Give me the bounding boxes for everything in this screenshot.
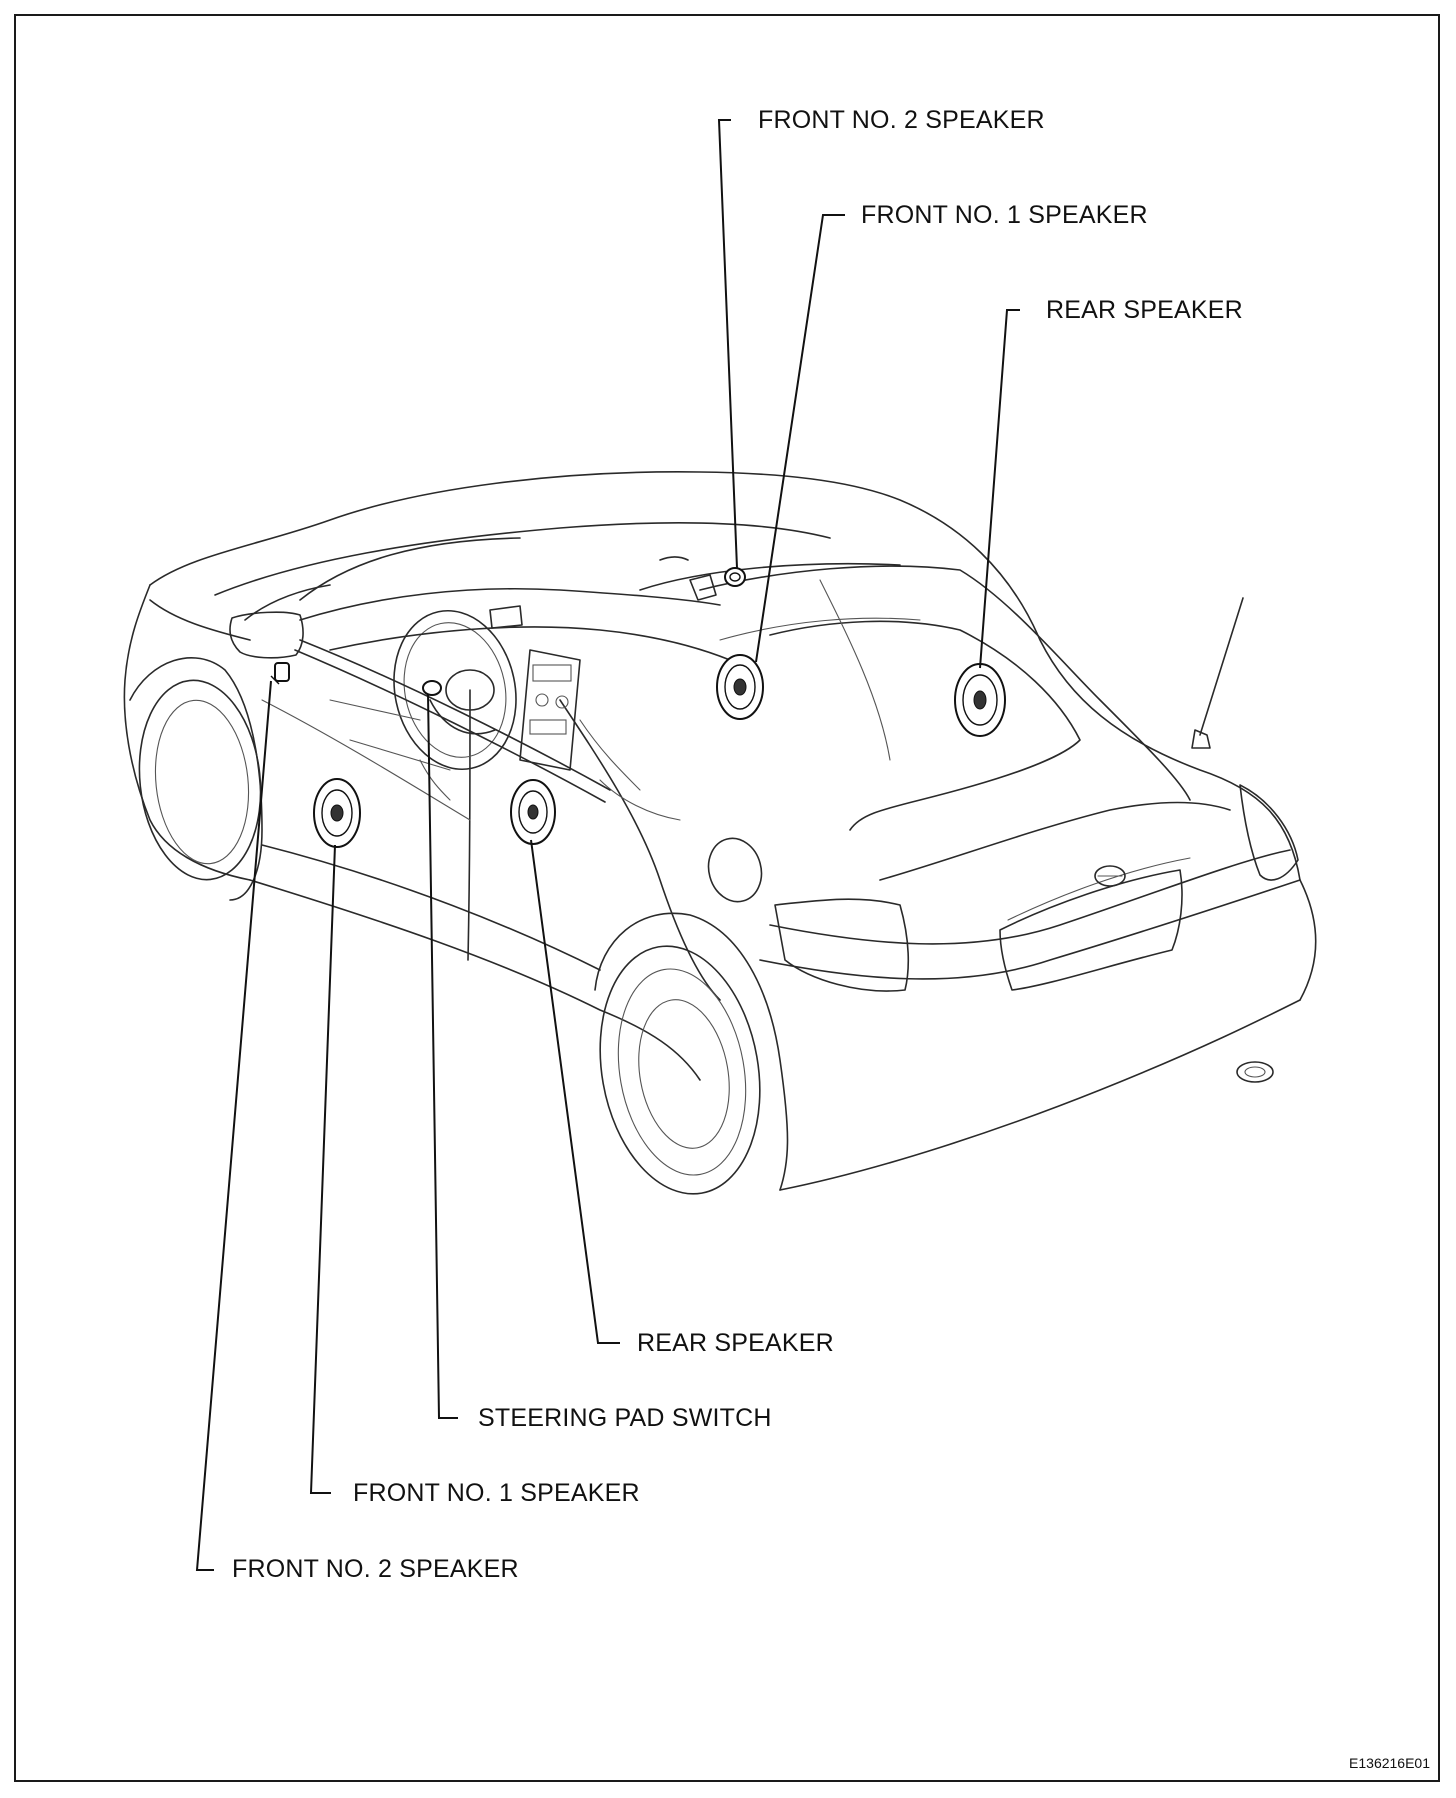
label-front-no1-speaker-bottom: FRONT NO. 1 SPEAKER <box>353 1479 640 1507</box>
label-steering-pad-switch: STEERING PAD SWITCH <box>478 1404 772 1432</box>
front-no2-speaker-right <box>724 567 746 587</box>
label-front-no2-speaker-bottom: FRONT NO. 2 SPEAKER <box>232 1555 519 1583</box>
label-front-no2-speaker-top: FRONT NO. 2 SPEAKER <box>758 106 1045 134</box>
label-rear-speaker-bottom: REAR SPEAKER <box>637 1329 834 1357</box>
front-no2-speaker-left <box>270 662 290 685</box>
label-rear-speaker-top: REAR SPEAKER <box>1046 296 1243 324</box>
steering-pad-switch <box>422 680 442 696</box>
rear-speaker-left <box>510 779 556 845</box>
car-body-outline <box>123 471 1317 1195</box>
figure-id: E136216E01 <box>1349 1755 1430 1771</box>
leader-lines <box>195 119 1020 1571</box>
front-no1-speaker-right <box>716 654 764 720</box>
rear-speaker-right <box>954 663 1006 737</box>
diagram-frame <box>14 14 1440 1782</box>
front-no1-speaker-left <box>313 778 361 848</box>
label-front-no1-speaker-top: FRONT NO. 1 SPEAKER <box>861 201 1148 229</box>
